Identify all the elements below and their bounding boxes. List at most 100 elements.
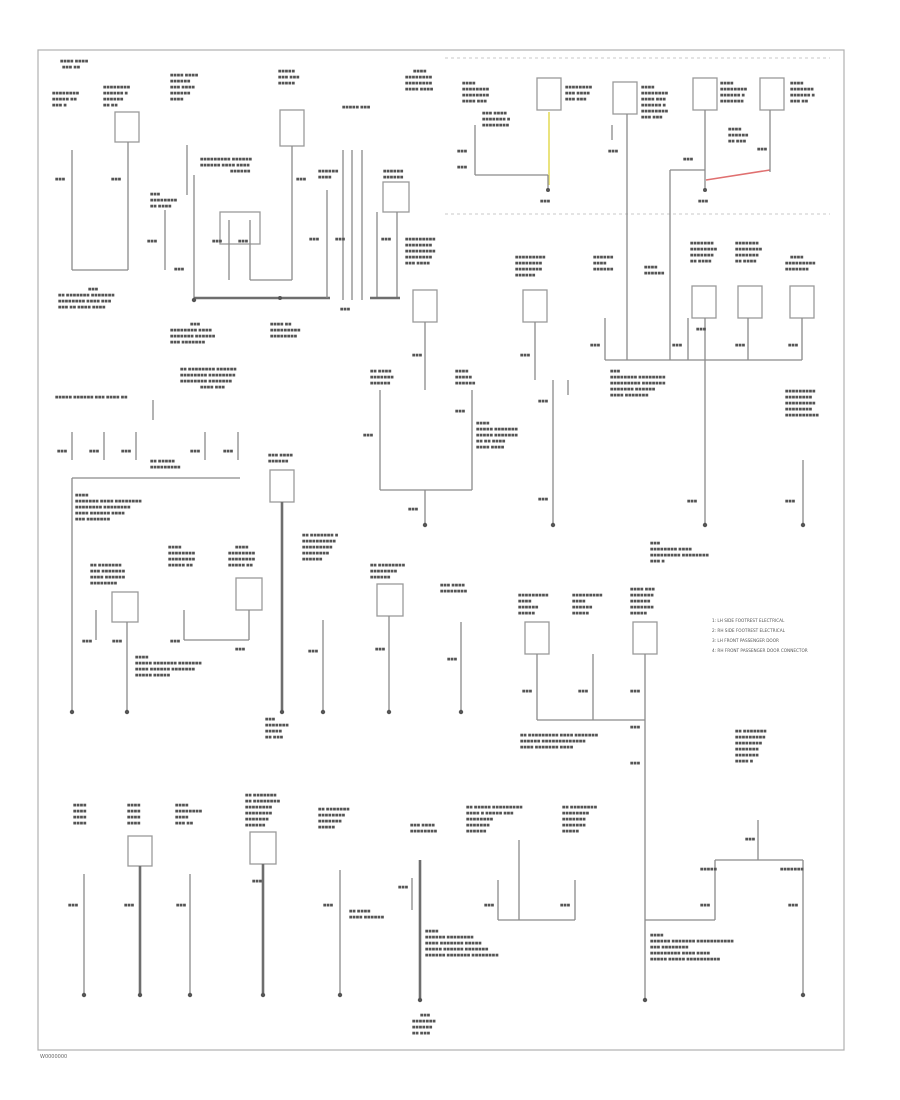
component-box (269, 469, 295, 503)
svg-text:■■■■: ■■■■ (518, 599, 532, 603)
svg-text:■■■: ■■■ (235, 647, 246, 651)
ground-dot (642, 997, 648, 1003)
mid-right-cluster: ■■■■■■■■■ ■■■■■■■■ ■■■■■■■■■ ■■■■■■■■ ■■… (405, 237, 820, 563)
svg-text:■■■■■■■■: ■■■■■■■■ (318, 813, 346, 817)
ground-dot (702, 522, 708, 528)
svg-text:■■■■: ■■■■ (572, 599, 586, 603)
svg-text:■■■: ■■■ (323, 903, 334, 907)
svg-text:■■■■■■■■: ■■■■■■■■ (515, 267, 543, 271)
svg-text:■■■■■■ ■■■■■■■ ■■■■■■■■■■■: ■■■■■■ ■■■■■■■ ■■■■■■■■■■■ (650, 939, 734, 943)
svg-text:■■■ ■: ■■■ ■ (650, 559, 665, 563)
svg-text:■■■: ■■■ (57, 449, 68, 453)
svg-text:■■■■ ■■■: ■■■■ ■■■ (630, 587, 656, 591)
svg-text:■■■■■■■■ ■■■■■■■: ■■■■■■■■ ■■■■■■■ (180, 379, 233, 383)
svg-text:■■■■■■■■: ■■■■■■■■ (482, 123, 510, 127)
svg-text:■■■■ ■■■■: ■■■■ ■■■■ (170, 73, 199, 77)
svg-text:■■■■■■: ■■■■■■ (593, 267, 614, 271)
svg-text:■■■■■■■■: ■■■■■■■■ (405, 75, 433, 79)
ground-points (69, 296, 806, 1003)
svg-text:■■■■■■■: ■■■■■■■ (690, 241, 714, 245)
svg-text:■■ ■■■■: ■■ ■■■■ (150, 204, 172, 208)
svg-text:■■ ■■■■: ■■ ■■■■ (735, 259, 757, 263)
svg-text:■■■■ ■■■: ■■■■ ■■■ (641, 97, 667, 101)
svg-text:■■■: ■■■ (696, 327, 707, 331)
svg-text:■■■■■■■■ ■■■■: ■■■■■■■■ ■■■■ (170, 328, 212, 332)
svg-text:■■■■■■■■: ■■■■■■■■ (785, 407, 813, 411)
component-box (114, 111, 140, 143)
svg-text:■■■■■■■■■ ■■■■■■■: ■■■■■■■■■ ■■■■■■■ (610, 381, 666, 385)
svg-text:■■■: ■■■ (68, 903, 79, 907)
svg-text:■■■■ ■■■: ■■■■ ■■■ (200, 385, 226, 389)
ground-dot (550, 522, 556, 528)
svg-text:■■■■■■: ■■■■■■ (466, 829, 487, 833)
svg-text:■■■■■■■■ ■■■■: ■■■■■■■■ ■■■■ (650, 547, 692, 551)
svg-text:■■■: ■■■ (560, 903, 571, 907)
svg-text:■■■■■ ■■■■■■■: ■■■■■ ■■■■■■■ (476, 427, 518, 431)
svg-text:■■■: ■■■ (630, 725, 641, 729)
svg-text:■■■■: ■■■■ (641, 85, 655, 89)
svg-text:■■■ ■■■■: ■■■ ■■■■ (405, 261, 431, 265)
svg-text:■■■■■■■■: ■■■■■■■■ (103, 85, 131, 89)
svg-text:■■■: ■■■ (375, 647, 386, 651)
top-left-cluster: ■■■■ ■■■■ ■■■ ■■ ■■■■■■■■ ■■■■■ ■■ ■■■ ■… (52, 59, 140, 309)
svg-text:■■■: ■■■ (538, 399, 549, 403)
svg-text:■■■■■■■■ ■■■■■■■■: ■■■■■■■■ ■■■■■■■■ (180, 373, 236, 377)
svg-text:■■■■■ ■■■■■ ■■■■■■■■■■: ■■■■■ ■■■■■ ■■■■■■■■■■ (650, 957, 721, 961)
svg-text:■■■: ■■■ (650, 541, 661, 545)
svg-text:■■■■ ■■■■■■■: ■■■■ ■■■■■■■ (610, 393, 649, 397)
svg-text:■■■: ■■■ (630, 761, 641, 765)
svg-text:■■■■■■■■: ■■■■■■■■ (370, 569, 398, 573)
svg-text:■■■■■■■■■ ■■■■■■■■: ■■■■■■■■■ ■■■■■■■■ (650, 553, 709, 557)
svg-text:■■■■■■■: ■■■■■■■ (790, 87, 814, 91)
svg-text:■■■■■■: ■■■■■■ (572, 605, 593, 609)
svg-text:■■■ ■■■■: ■■■ ■■■■ (565, 91, 591, 95)
svg-text:■■■■■ ■■■■■■ ■■■■■■■: ■■■■■ ■■■■■■ ■■■■■■■ (425, 947, 489, 951)
svg-text:■■■■■: ■■■■■ (630, 611, 648, 615)
svg-text:■■■■■■■■: ■■■■■■■■ (52, 91, 80, 95)
svg-text:■■■■: ■■■■ (127, 803, 141, 807)
svg-text:■■ ■■■: ■■ ■■■ (728, 139, 747, 143)
svg-text:■■■■■■: ■■■■■■ (318, 169, 339, 173)
svg-text:■■■■■■: ■■■■■■ (630, 599, 651, 603)
svg-text:■■■: ■■■ (121, 449, 132, 453)
svg-text:■■■: ■■■ (484, 903, 495, 907)
svg-text:■■■: ■■■ (540, 199, 551, 203)
svg-text:■■ ■■■■■: ■■ ■■■■■ (150, 459, 176, 463)
svg-text:■■ ■■■■■ ■■■■■■■■■: ■■ ■■■■■ ■■■■■■■■■ (466, 805, 523, 809)
svg-text:■■■: ■■■ (238, 239, 249, 243)
svg-text:■■■: ■■■ (212, 239, 223, 243)
svg-text:■■■ ■■■■■■■: ■■■ ■■■■■■■ (170, 340, 206, 344)
svg-text:■■■■: ■■■■ (455, 369, 469, 373)
ground-dot (320, 709, 326, 715)
component-box (536, 77, 562, 111)
svg-text:■■■: ■■■ (683, 157, 694, 161)
svg-text:■■■■■■: ■■■■■■ (728, 133, 749, 137)
svg-text:■■■■■■■: ■■■■■■■ (318, 819, 342, 823)
legend-item: 3: LH FRONT PASSENGER DOOR (712, 638, 779, 643)
legend-item: 2: RH SIDE FOOTREST ELECTRICAL (712, 628, 786, 633)
svg-text:■■■: ■■■ (82, 639, 93, 643)
svg-text:■■■ ■■■■: ■■■ ■■■■ (410, 823, 436, 827)
svg-text:■■■■■■■■: ■■■■■■■■ (641, 91, 669, 95)
svg-text:■■ ■■■■■■■: ■■ ■■■■■■■ (245, 793, 277, 797)
ground-dot (337, 992, 343, 998)
svg-text:■■■ ■■■: ■■■ ■■■ (278, 75, 300, 79)
svg-text:■■■■■■■: ■■■■■■■ (370, 375, 394, 379)
svg-text:■■■■■■■ ■■■■ ■■■■■■■■: ■■■■■■■ ■■■■ ■■■■■■■■ (75, 499, 142, 503)
svg-text:■■■■■■■■: ■■■■■■■■ (405, 81, 433, 85)
svg-text:■■ ■■■: ■■ ■■■ (412, 1031, 431, 1035)
svg-text:■■■■: ■■■■ (170, 97, 184, 101)
svg-text:■■■: ■■■ (398, 885, 409, 889)
svg-text:■■■■: ■■■■ (790, 255, 804, 259)
svg-text:■■■■: ■■■■ (644, 265, 658, 269)
svg-text:■■■■■■■■■■: ■■■■■■■■■■ (302, 539, 337, 543)
legend: 1: LH SIDE FOOTREST ELECTRICAL 2: RH SID… (712, 618, 808, 653)
component-box (524, 621, 550, 655)
svg-text:■■■: ■■■ (455, 409, 466, 413)
svg-text:■■■■ ■■■■■■: ■■■■ ■■■■■■ (90, 575, 126, 579)
svg-text:■■■■: ■■■■ (650, 933, 664, 937)
svg-text:■■■■■■: ■■■■■■ (245, 823, 266, 827)
svg-text:■■■■: ■■■■ (728, 127, 742, 131)
ground-dot (279, 709, 285, 715)
ground-dot (187, 992, 193, 998)
